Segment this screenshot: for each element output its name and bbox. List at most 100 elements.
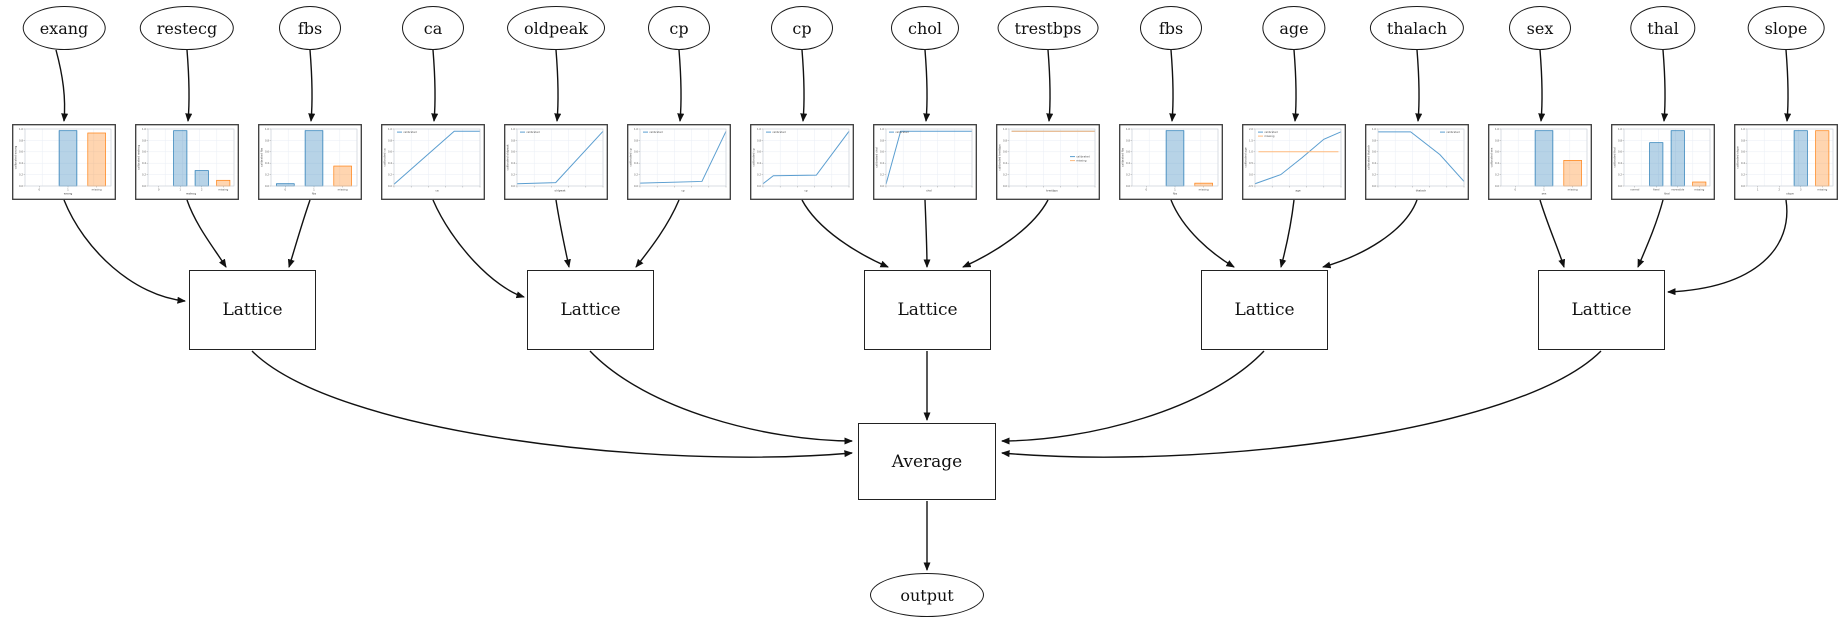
average-node: Average [858,423,996,500]
svg-text:0.2: 0.2 [1618,173,1622,177]
svg-text:2: 2 [201,187,203,191]
svg-text:0.8: 0.8 [1495,138,1499,142]
svg-text:0.6: 0.6 [634,150,638,154]
feature-node-thalach: thalach [1369,6,1465,50]
svg-text:0.5: 0.5 [1249,161,1253,165]
svg-text:0.4: 0.4 [1003,161,1007,165]
svg-text:0.8: 0.8 [19,138,23,142]
svg-text:normal: normal [1630,187,1639,191]
svg-text:sex: sex [1542,192,1547,196]
svg-text:0.2: 0.2 [880,173,884,177]
svg-text:0.6: 0.6 [19,150,23,154]
svg-text:0.8: 0.8 [1003,138,1007,142]
lattice-node-3: Lattice [864,270,991,350]
feature-node-ca: ca [402,6,464,50]
svg-text:calibrated trestbps: calibrated trestbps [998,144,1002,171]
svg-text:calibrated thalach: calibrated thalach [1367,145,1371,171]
svg-text:0.4: 0.4 [1618,161,1622,165]
svg-text:0.0: 0.0 [388,184,392,188]
svg-text:3: 3 [1800,187,1802,191]
svg-text:0.6: 0.6 [265,150,269,154]
svg-text:missing: missing [92,187,102,191]
svg-text:0.4: 0.4 [19,161,23,165]
svg-text:calibrated restecg: calibrated restecg [137,145,141,171]
feature-node-trestbps: trestbps [997,6,1099,50]
feature-node-chol: chol [890,6,960,50]
svg-text:0.6: 0.6 [511,150,515,154]
svg-text:0.6: 0.6 [142,150,146,154]
svg-text:0.4: 0.4 [880,161,884,165]
svg-text:0.8: 0.8 [142,138,146,142]
svg-text:calibrated age: calibrated age [1244,147,1248,167]
svg-text:ca: ca [435,189,439,193]
feature-label: trestbps [1014,18,1082,38]
feature-label: cp [669,18,689,38]
svg-text:0.6: 0.6 [757,150,761,154]
average-label: Average [891,451,963,472]
svg-text:missing: missing [1817,187,1827,191]
svg-text:trestbps: trestbps [1046,189,1058,193]
edge-chart-lattice-11 [1322,199,1418,269]
svg-text:1.0: 1.0 [1495,127,1499,131]
svg-text:0.2: 0.2 [1741,173,1745,177]
svg-text:0.4: 0.4 [1372,161,1376,165]
edge-chart-lattice-2 [287,199,311,268]
svg-text:0.2: 0.2 [757,173,761,177]
svg-text:chol: chol [926,189,932,193]
svg-text:0: 0 [1515,187,1517,191]
svg-text:fbs: fbs [312,192,317,196]
svg-text:1: 1 [1174,187,1176,191]
svg-text:0.0: 0.0 [757,184,761,188]
svg-text:0.2: 0.2 [388,173,392,177]
svg-text:reversible: reversible [1671,187,1684,191]
svg-text:calibrated: calibrated [1264,130,1278,134]
svg-text:-0.5: -0.5 [1248,184,1253,188]
svg-text:0.4: 0.4 [388,161,392,165]
svg-text:0.0: 0.0 [880,184,884,188]
svg-text:1.0: 1.0 [1249,150,1253,154]
svg-text:1.0: 1.0 [880,127,884,131]
edge-chart-lattice-3 [432,199,525,299]
svg-text:2.0: 2.0 [1249,127,1253,131]
feature-label: oldpeak [524,18,588,38]
svg-text:thal: thal [1664,192,1670,196]
svg-text:calibrated sex: calibrated sex [1490,147,1494,167]
svg-text:calibrated oldpeak: calibrated oldpeak [506,144,510,170]
lattice-node-1: Lattice [189,270,316,350]
svg-text:0.6: 0.6 [1495,150,1499,154]
svg-text:fbs: fbs [1173,192,1178,196]
svg-text:0.4: 0.4 [511,161,515,165]
svg-text:1.0: 1.0 [511,127,515,131]
svg-text:0.2: 0.2 [1126,173,1130,177]
feature-node-oldpeak: oldpeak [507,6,605,50]
lattice-label: Lattice [897,300,958,320]
edge-chart-lattice-1 [186,199,227,268]
feature-node-cp: cp [771,6,833,50]
svg-text:slope: slope [1786,192,1794,196]
output-label: output [900,585,954,605]
svg-text:calibrated cp: calibrated cp [752,148,756,166]
svg-text:0.0: 0.0 [1372,184,1376,188]
svg-text:0.0: 0.0 [1003,184,1007,188]
svg-text:1.0: 1.0 [1372,127,1376,131]
svg-text:calibrated: calibrated [772,130,786,134]
svg-text:0: 0 [1146,187,1148,191]
feature-node-fbs: fbs [279,6,341,50]
svg-text:0.4: 0.4 [634,161,638,165]
svg-text:1: 1 [1543,187,1545,191]
feature-label: fbs [297,18,323,38]
edge-lattice-average-4 [1001,350,1602,458]
svg-text:calibrated: calibrated [649,130,663,134]
svg-text:calibrated thal: calibrated thal [1613,147,1617,168]
svg-text:0.0: 0.0 [19,184,23,188]
svg-text:0.0: 0.0 [1249,173,1253,177]
